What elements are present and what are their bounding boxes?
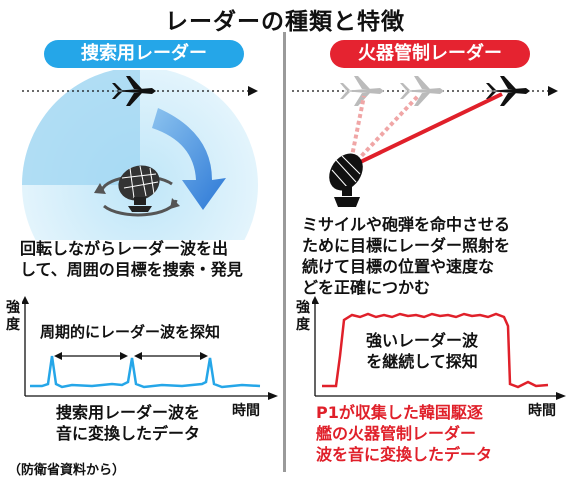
search-waveform-line	[30, 355, 261, 389]
search-chart-caption: 捜索用レーダー波を 音に変換したデータ	[56, 402, 200, 444]
radar-dish-icon	[329, 153, 363, 207]
y-axis-label: 強度	[296, 300, 310, 333]
annotation-line: を継続して探知	[366, 352, 478, 371]
search-chart-annotation: 周期的にレーダー波を探知	[40, 323, 221, 341]
fire-control-waveform-chart	[312, 296, 566, 400]
airplane-icon	[486, 76, 530, 106]
caption-line: 音に変換したデータ	[56, 424, 201, 443]
sweep-direction-arrow	[152, 108, 226, 210]
caption-line: 捜索用レーダー波を	[56, 403, 201, 422]
y-axis-label: 強度	[6, 300, 20, 333]
description-line: 続けて目標の位置や速度な	[302, 257, 495, 276]
fire-control-illustration	[292, 76, 558, 207]
tracking-beam	[351, 92, 503, 168]
caption-line: 艦の火器管制レーダー	[316, 424, 477, 443]
fire-control-chart-caption: P1が収集した韓国駆逐 艦の火器管制レーダー 波を音に変換したデータ	[316, 402, 492, 465]
caption-line: 波を音に変換したデータ	[316, 445, 493, 464]
x-axis-label: 時間	[232, 403, 260, 419]
search-radar-waveform-chart	[22, 296, 278, 400]
ghost-airplane-icon	[340, 76, 384, 106]
x-axis-label: 時間	[528, 403, 556, 419]
ghost-airplane-icon	[400, 76, 444, 106]
search-radar-illustration	[22, 70, 258, 240]
fire-control-waveform-line	[322, 312, 549, 389]
panel-divider	[283, 32, 286, 472]
description-line: ために目標にレーダー照射を	[302, 236, 511, 255]
airplane-icon	[112, 76, 156, 106]
source-note: （防衛省資料から）	[8, 463, 126, 478]
fire-control-chart-annotation: 強いレーダー波 を継続して探知	[352, 330, 492, 372]
description-line: ミサイルや砲弾を命中させる	[302, 215, 511, 234]
search-radar-header: 捜索用レーダー	[44, 40, 244, 68]
page-title: レーダーの種類と特徴	[165, 9, 405, 35]
caption-line: P1が収集した韓国駆逐	[316, 403, 483, 422]
fire-control-radar-header: 火器管制レーダー	[330, 40, 530, 68]
description-line: して、周囲の目標を捜索・発見	[20, 260, 243, 279]
past-beam	[350, 94, 420, 168]
past-beam	[348, 95, 366, 167]
fire-control-description: ミサイルや砲弾を命中させる ために目標にレーダー照射を 続けて目標の位置や速度な…	[302, 214, 570, 298]
radar-dish-icon	[118, 165, 160, 212]
description-line: 回転しながらレーダー波を出	[20, 239, 229, 258]
search-radar-description: 回転しながらレーダー波を出 して、周囲の目標を捜索・発見	[20, 238, 282, 280]
annotation-line: 強いレーダー波	[365, 331, 478, 350]
description-line: どを正確につかむ	[302, 278, 431, 297]
